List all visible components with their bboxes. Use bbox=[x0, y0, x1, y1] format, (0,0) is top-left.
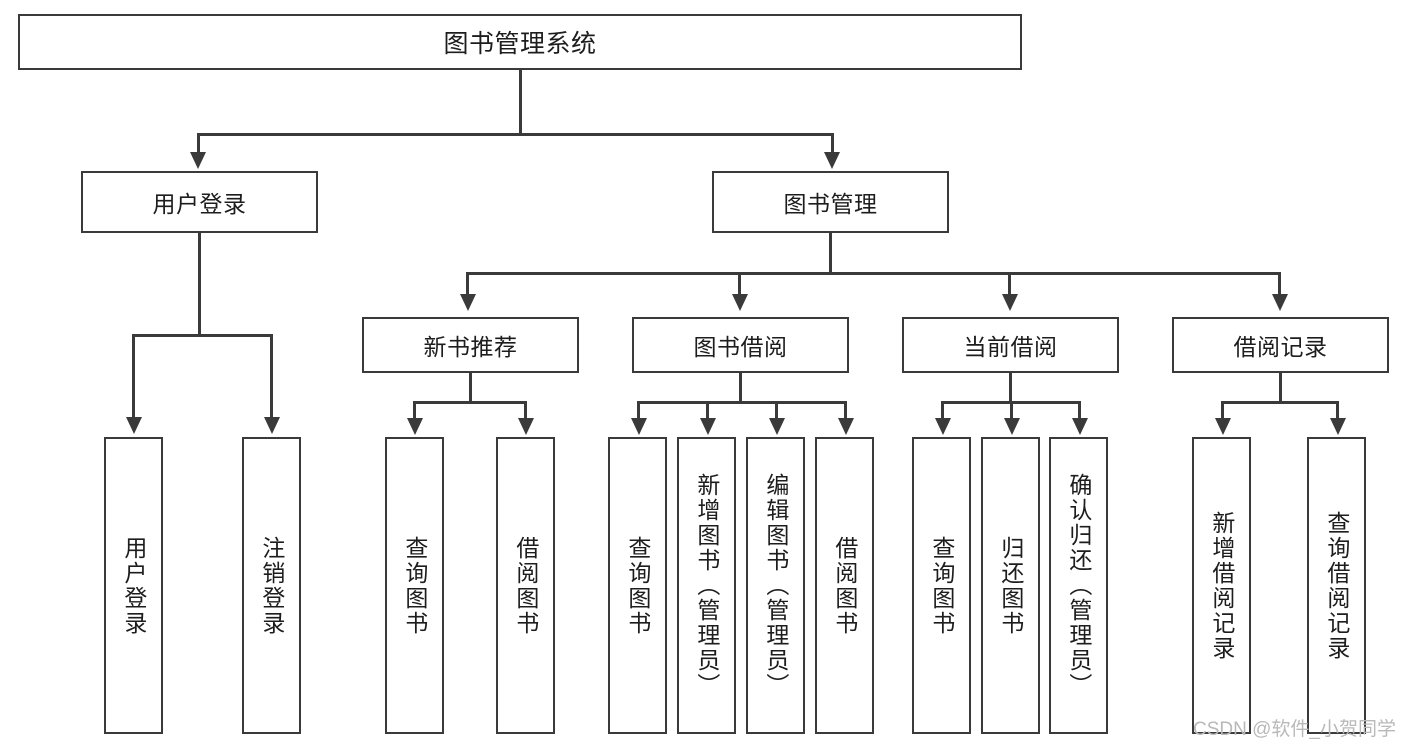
arrow-to-current-borrow bbox=[1002, 294, 1018, 311]
connector-user-login-bus bbox=[132, 334, 270, 337]
leaf-book-borrow-edit-book-admin[interactable]: 编辑图书（管理员） bbox=[746, 437, 805, 734]
connector-new-book-leaf2 bbox=[524, 401, 527, 420]
connector-current-borrow-leaf2 bbox=[1010, 401, 1013, 420]
connector-book-borrow-trunk bbox=[739, 373, 742, 402]
node-label: 新书推荐 bbox=[423, 334, 518, 360]
node-root-system[interactable]: 图书管理系统 bbox=[18, 14, 1022, 70]
connector-to-new-book bbox=[466, 272, 469, 296]
connector-user-login-trunk bbox=[198, 233, 201, 335]
connector-borrow-record-leaf2 bbox=[1336, 401, 1339, 420]
node-current-borrow[interactable]: 当前借阅 bbox=[902, 317, 1119, 373]
arrow-root-to-user-login bbox=[190, 152, 206, 169]
arrow-new-book-leaf1 bbox=[407, 418, 423, 435]
arrow-to-borrow-record bbox=[1272, 294, 1288, 311]
connector-root-to-user-login bbox=[197, 133, 200, 155]
leaf-label: 借阅图书 bbox=[512, 535, 539, 636]
leaf-label: 注销登录 bbox=[258, 535, 285, 636]
arrow-user-login-leaf2 bbox=[264, 417, 280, 434]
connector-root-trunk bbox=[519, 70, 522, 134]
connector-current-borrow-leaf3 bbox=[1078, 401, 1081, 420]
connector-borrow-record-leaf1 bbox=[1221, 401, 1224, 420]
leaf-current-borrow-query-book[interactable]: 查询图书 bbox=[912, 437, 971, 734]
connector-book-manage-bus bbox=[466, 272, 1280, 275]
leaf-label: 确认归还（管理员） bbox=[1065, 473, 1092, 698]
leaf-book-borrow-borrow-book[interactable]: 借阅图书 bbox=[815, 437, 874, 734]
connector-book-borrow-leaf1 bbox=[637, 401, 640, 420]
arrow-current-borrow-leaf1 bbox=[935, 418, 951, 435]
connector-new-book-trunk bbox=[469, 373, 472, 402]
connector-book-borrow-leaf3 bbox=[775, 401, 778, 420]
leaf-label: 用户登录 bbox=[120, 535, 147, 636]
node-label: 图书借阅 bbox=[693, 334, 788, 360]
connector-new-book-leaf1 bbox=[413, 401, 416, 420]
leaf-label: 借阅图书 bbox=[831, 535, 858, 636]
leaf-borrow-record-add-record[interactable]: 新增借阅记录 bbox=[1192, 437, 1251, 734]
arrow-book-borrow-leaf1 bbox=[631, 418, 647, 435]
arrow-to-book-borrow bbox=[732, 294, 748, 311]
leaf-book-borrow-query-book[interactable]: 查询图书 bbox=[608, 437, 667, 734]
connector-to-current-borrow bbox=[1008, 272, 1011, 296]
connector-new-book-bus bbox=[413, 401, 527, 404]
node-label: 图书管理系统 bbox=[443, 30, 597, 58]
arrow-book-borrow-leaf4 bbox=[838, 418, 854, 435]
node-user-login[interactable]: 用户登录 bbox=[81, 171, 318, 233]
connector-book-borrow-leaf4 bbox=[844, 401, 847, 420]
arrow-current-borrow-leaf2 bbox=[1004, 418, 1020, 435]
node-book-borrow[interactable]: 图书借阅 bbox=[632, 317, 849, 373]
connector-borrow-record-bus bbox=[1221, 401, 1338, 404]
node-label: 当前借阅 bbox=[963, 334, 1058, 360]
leaf-current-borrow-confirm-return-admin[interactable]: 确认归还（管理员） bbox=[1049, 437, 1108, 734]
leaf-new-book-query-book[interactable]: 查询图书 bbox=[385, 437, 444, 734]
connector-borrow-record-trunk bbox=[1279, 373, 1282, 402]
leaf-borrow-record-query-record[interactable]: 查询借阅记录 bbox=[1307, 437, 1366, 734]
connector-to-borrow-record bbox=[1278, 272, 1281, 296]
node-label: 借阅记录 bbox=[1233, 334, 1328, 360]
leaf-label: 查询图书 bbox=[928, 535, 955, 636]
node-label: 图书管理 bbox=[783, 191, 878, 217]
connector-user-login-leaf2 bbox=[270, 334, 273, 419]
connector-current-borrow-trunk bbox=[1009, 373, 1012, 402]
leaf-user-login-logout[interactable]: 注销登录 bbox=[242, 437, 301, 734]
node-label: 用户登录 bbox=[152, 191, 247, 217]
connector-root-to-book-manage bbox=[831, 133, 834, 155]
leaf-label: 查询图书 bbox=[401, 535, 428, 636]
csdn-watermark: CSDN @软件_小贺同学 bbox=[1193, 719, 1396, 740]
node-new-book-recommend[interactable]: 新书推荐 bbox=[362, 317, 579, 373]
leaf-user-login-login[interactable]: 用户登录 bbox=[104, 437, 163, 734]
connector-to-book-borrow bbox=[738, 272, 741, 296]
arrow-borrow-record-leaf2 bbox=[1330, 418, 1346, 435]
connector-root-bus bbox=[197, 133, 834, 136]
leaf-label: 新增借阅记录 bbox=[1208, 510, 1235, 661]
arrow-to-new-book bbox=[460, 294, 476, 311]
leaf-label: 归还图书 bbox=[997, 535, 1024, 636]
arrow-root-to-book-manage bbox=[824, 152, 840, 169]
leaf-book-borrow-add-book-admin[interactable]: 新增图书（管理员） bbox=[677, 437, 736, 734]
arrow-book-borrow-leaf3 bbox=[769, 418, 785, 435]
connector-user-login-leaf1 bbox=[132, 334, 135, 419]
leaf-new-book-borrow-book[interactable]: 借阅图书 bbox=[496, 437, 555, 734]
arrow-current-borrow-leaf3 bbox=[1072, 418, 1088, 435]
node-book-management[interactable]: 图书管理 bbox=[712, 171, 949, 233]
leaf-label: 查询图书 bbox=[624, 535, 651, 636]
arrow-borrow-record-leaf1 bbox=[1215, 418, 1231, 435]
leaf-label: 编辑图书（管理员） bbox=[762, 473, 789, 698]
leaf-current-borrow-return-book[interactable]: 归还图书 bbox=[981, 437, 1040, 734]
leaf-label: 新增图书（管理员） bbox=[693, 473, 720, 698]
connector-current-borrow-leaf1 bbox=[941, 401, 944, 420]
connector-book-manage-trunk bbox=[829, 233, 832, 273]
node-borrow-record[interactable]: 借阅记录 bbox=[1172, 317, 1389, 373]
arrow-user-login-leaf1 bbox=[126, 417, 142, 434]
leaf-label: 查询借阅记录 bbox=[1323, 510, 1350, 661]
arrow-new-book-leaf2 bbox=[518, 418, 534, 435]
arrow-book-borrow-leaf2 bbox=[700, 418, 716, 435]
connector-book-borrow-leaf2 bbox=[706, 401, 709, 420]
connector-book-borrow-bus bbox=[637, 401, 846, 404]
